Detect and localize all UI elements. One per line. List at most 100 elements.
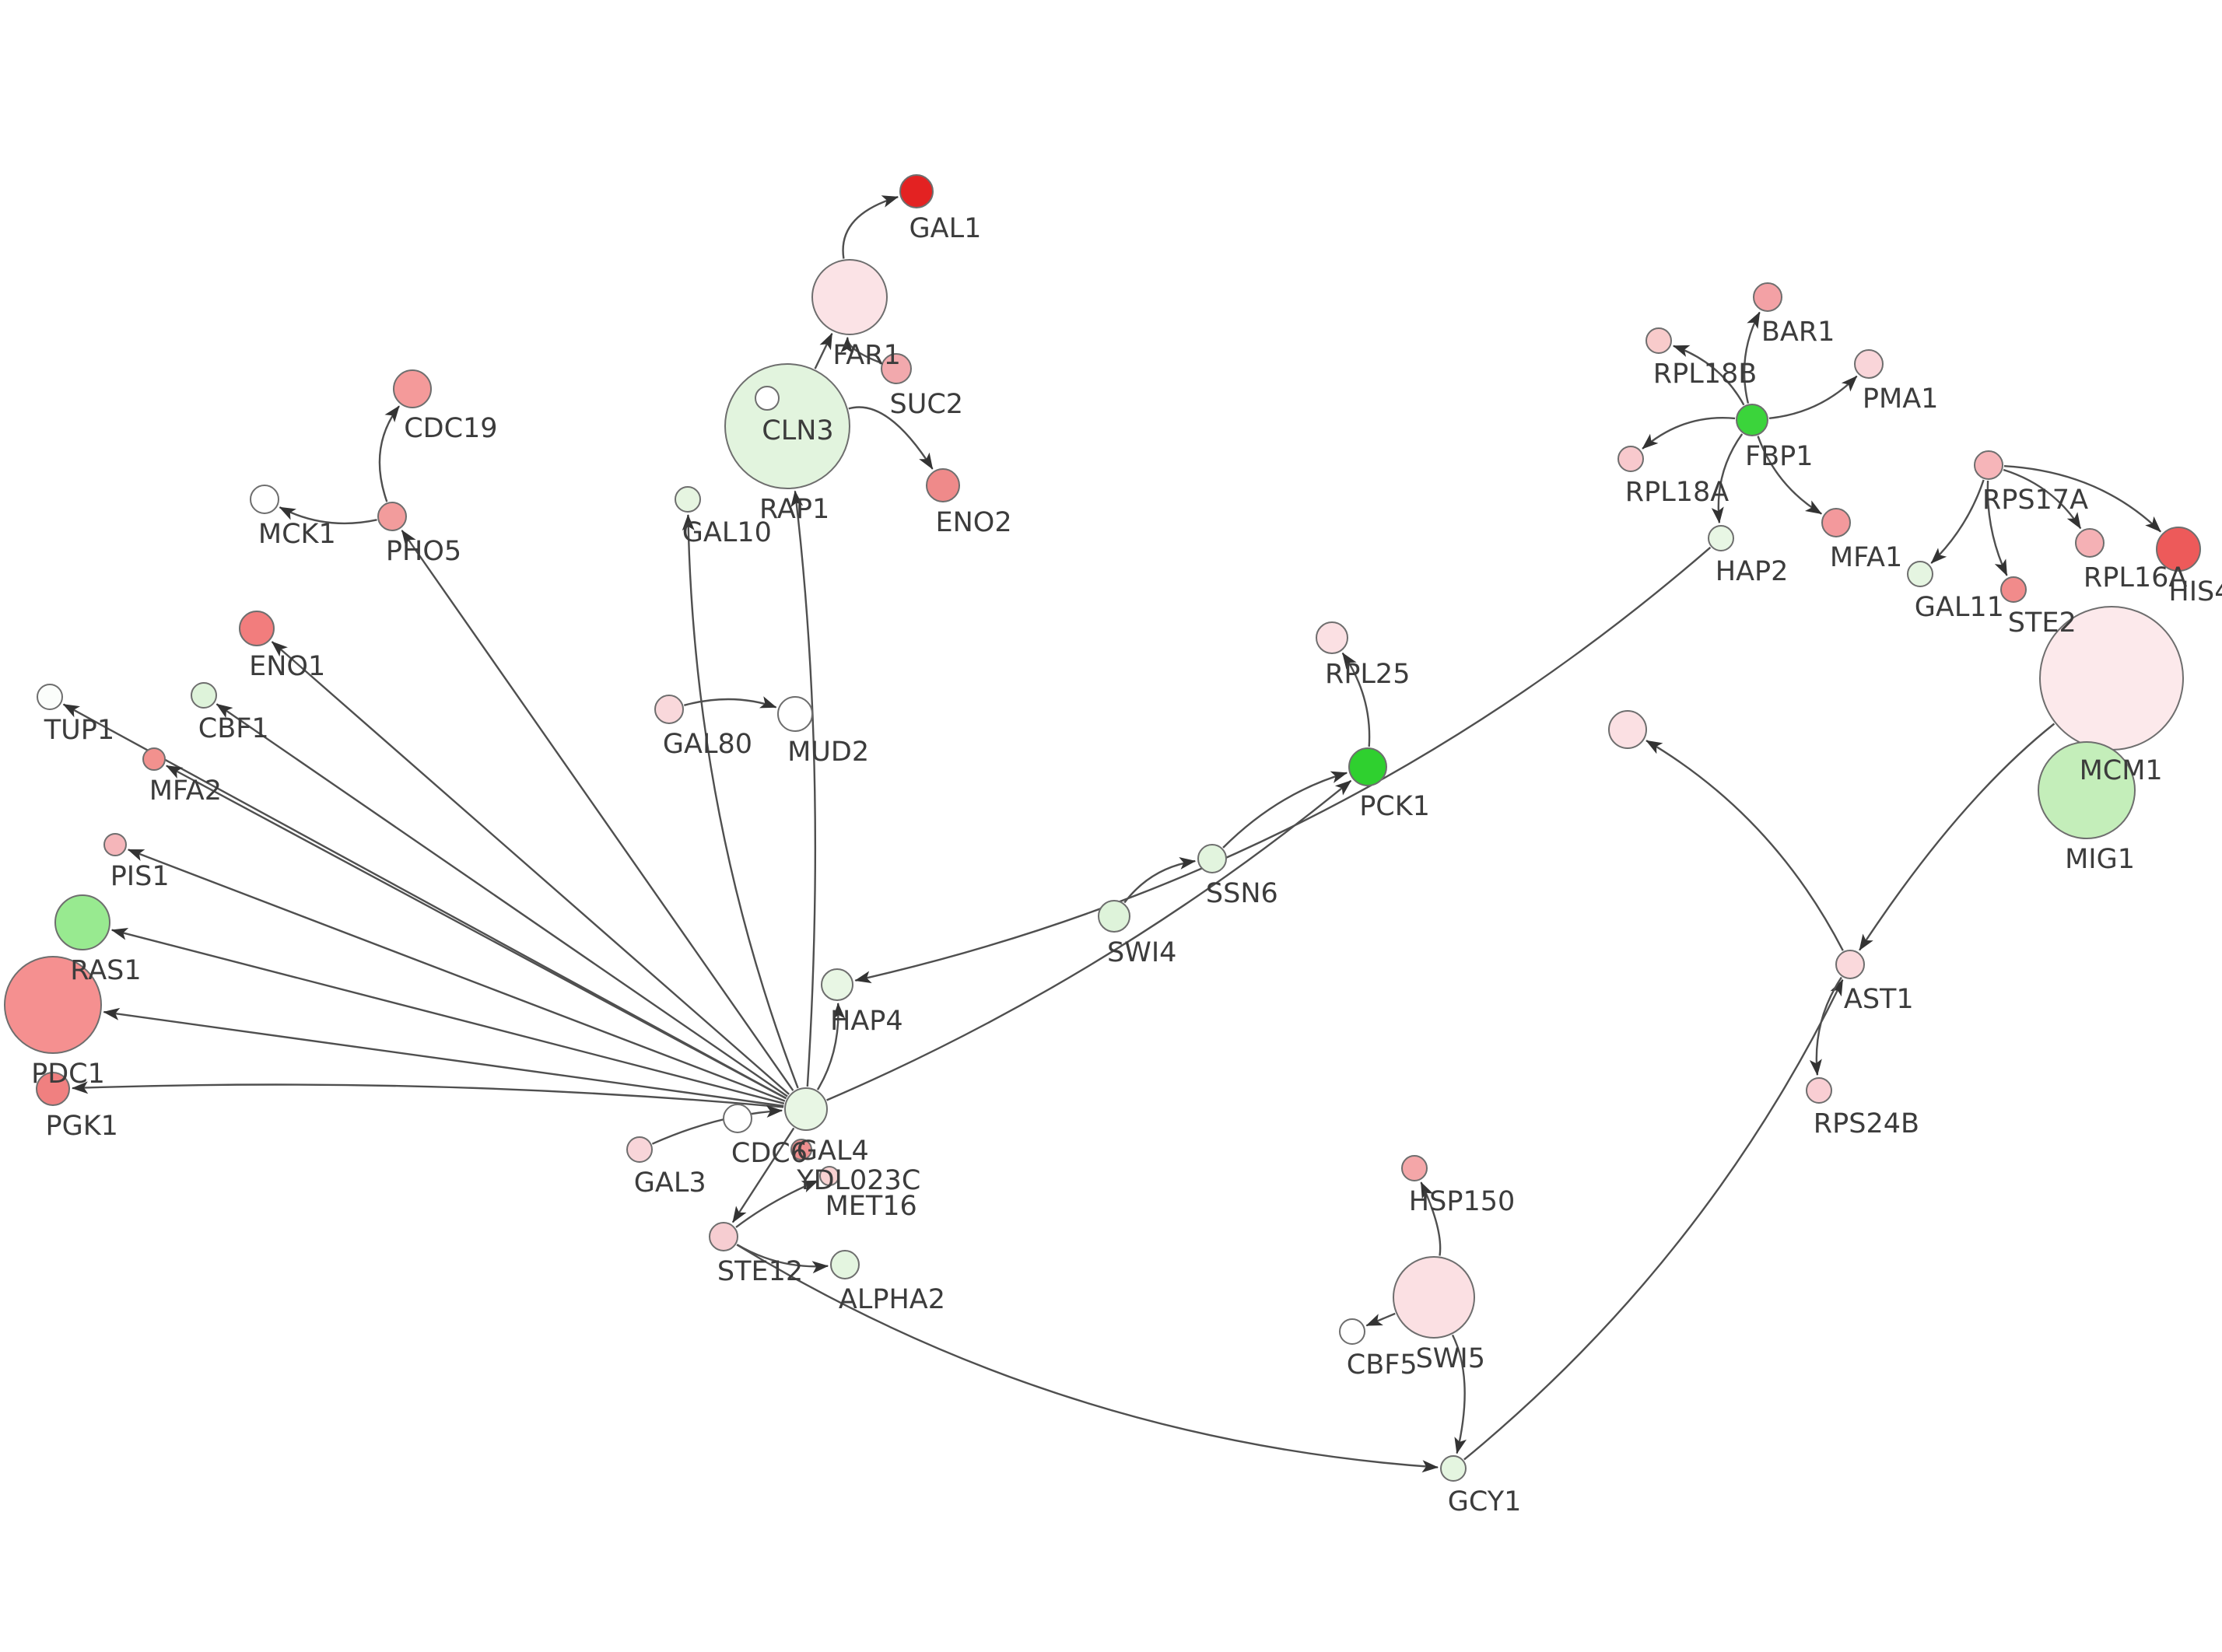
node-gcy1[interactable]: [1440, 1455, 1467, 1482]
node-ast1[interactable]: [1835, 950, 1865, 979]
edge-fbp1-rpl18a[interactable]: [1642, 417, 1736, 450]
edge-far1-gal1[interactable]: [842, 195, 899, 259]
node-eno1[interactable]: [239, 611, 275, 646]
node-swi5[interactable]: [1393, 1256, 1475, 1339]
label-pis1: PIS1: [110, 861, 170, 892]
node-eno2[interactable]: [926, 468, 960, 502]
edge-rps17a-rpl16a[interactable]: [2003, 468, 2082, 530]
edge-gal4-rap1[interactable]: [790, 490, 817, 1087]
edge-gal3-gal4[interactable]: [651, 1105, 783, 1145]
node-cln3[interactable]: [755, 386, 780, 411]
node-pma1[interactable]: [1854, 349, 1884, 379]
edge-fbp1-rpl18b[interactable]: [1672, 345, 1745, 406]
label-ste12: STE12: [717, 1256, 803, 1287]
node-hap2[interactable]: [1708, 525, 1734, 551]
edge-gal4-pgk1[interactable]: [72, 1081, 784, 1108]
edge-gal4-mfa2[interactable]: [166, 765, 787, 1100]
node-ste12[interactable]: [709, 1222, 738, 1251]
node-ydl023c[interactable]: [790, 1139, 812, 1160]
node-gal4[interactable]: [784, 1087, 828, 1131]
node-rps24b[interactable]: [1806, 1077, 1832, 1104]
edge-pho5-mck1[interactable]: [279, 506, 377, 525]
edge-swi5-cbf5[interactable]: [1365, 1312, 1396, 1327]
node-rpl18b[interactable]: [1645, 327, 1672, 354]
edge-gal80-mud2[interactable]: [683, 696, 777, 709]
edge-fbp1-pma1[interactable]: [1768, 375, 1858, 419]
node-far1[interactable]: [811, 259, 888, 335]
node-ssn6[interactable]: [1197, 844, 1227, 873]
node-cdc6[interactable]: [723, 1104, 752, 1133]
edge-gal4-eno1[interactable]: [271, 641, 790, 1095]
edge-mcm1-ast1[interactable]: [1859, 723, 2056, 951]
node-alpha2[interactable]: [830, 1250, 860, 1279]
edge-gal4-cbf1[interactable]: [216, 703, 788, 1097]
node-cbf5[interactable]: [1339, 1318, 1365, 1345]
edge-ast1-node53[interactable]: [1645, 740, 1844, 951]
node-cbf1[interactable]: [191, 682, 217, 709]
node-rpl25[interactable]: [1316, 621, 1348, 654]
node-node53[interactable]: [1608, 710, 1647, 749]
edge-gal4-gal10[interactable]: [682, 514, 799, 1089]
edge-rps17a-ste2[interactable]: [1986, 480, 2008, 576]
edge-fbp1-bar1[interactable]: [1743, 311, 1761, 404]
node-pck1[interactable]: [1348, 747, 1387, 786]
edge-gal4-ste12[interactable]: [731, 1127, 795, 1223]
edge-rap1-eno2[interactable]: [848, 406, 934, 470]
edge-swi4-ssn6[interactable]: [1123, 856, 1197, 904]
node-suc2[interactable]: [881, 353, 912, 384]
node-swi4[interactable]: [1098, 900, 1130, 933]
edge-gal4-pis1[interactable]: [127, 849, 786, 1102]
edge-fbp1-mfa1[interactable]: [1757, 436, 1823, 515]
edge-ssn6-pck1[interactable]: [1222, 771, 1348, 849]
edge-gal4-pdc1[interactable]: [103, 1007, 784, 1108]
edge-gal4-pck1[interactable]: [826, 779, 1352, 1101]
node-tup1[interactable]: [37, 684, 63, 710]
node-his4[interactable]: [2156, 527, 2201, 572]
node-mig1[interactable]: [2038, 741, 2136, 839]
label-gcy1: GCY1: [1448, 1486, 1522, 1517]
node-rps17a[interactable]: [1974, 450, 2003, 480]
edge-ste12-gcy1[interactable]: [736, 1244, 1439, 1473]
edge-fbp1-hap2[interactable]: [1711, 433, 1744, 524]
node-gal11[interactable]: [1907, 561, 1933, 587]
node-hsp150[interactable]: [1401, 1155, 1428, 1181]
edge-gcy1-ast1[interactable]: [1463, 978, 1844, 1461]
node-mck1[interactable]: [250, 485, 279, 514]
edge-pck1-rpl25[interactable]: [1341, 652, 1371, 747]
edge-suc2-far1[interactable]: [840, 336, 881, 364]
node-ste2[interactable]: [2000, 576, 2027, 603]
edge-gal4-hap4[interactable]: [816, 1003, 846, 1090]
node-mfa2[interactable]: [142, 747, 166, 771]
node-pis1[interactable]: [103, 833, 127, 856]
node-ras1[interactable]: [54, 894, 110, 950]
node-rpl18a[interactable]: [1617, 446, 1644, 472]
edge-pho5-cdc19[interactable]: [378, 405, 400, 502]
node-rpl16a[interactable]: [2075, 528, 2105, 558]
edge-ast1-rps24b[interactable]: [1809, 976, 1842, 1076]
node-met16[interactable]: [819, 1166, 839, 1186]
edge-gal4-ras1[interactable]: [110, 927, 785, 1104]
node-bar1[interactable]: [1753, 282, 1782, 312]
edge-swi5-hsp150[interactable]: [1420, 1181, 1442, 1256]
node-pho5[interactable]: [377, 502, 407, 531]
node-hap4[interactable]: [821, 968, 853, 1001]
node-gal1[interactable]: [899, 174, 934, 208]
edge-rps17a-gal11[interactable]: [1930, 479, 1985, 564]
node-fbp1[interactable]: [1736, 404, 1768, 436]
node-mud2[interactable]: [777, 696, 813, 732]
node-mfa1[interactable]: [1821, 508, 1851, 537]
node-gal80[interactable]: [654, 695, 684, 724]
node-gal3[interactable]: [626, 1136, 653, 1163]
node-cdc19[interactable]: [393, 369, 432, 408]
node-pdc1[interactable]: [4, 956, 102, 1054]
node-gal10[interactable]: [675, 486, 701, 513]
edges-layer: [62, 195, 2161, 1473]
edge-rps17a-his4[interactable]: [2003, 465, 2161, 533]
edge-gal4-pho5[interactable]: [401, 530, 794, 1091]
node-pgk1[interactable]: [36, 1072, 70, 1106]
edge-rap1-far1[interactable]: [814, 332, 833, 369]
edge-hap2-hap4[interactable]: [854, 546, 1712, 984]
edge-swi5-gcy1[interactable]: [1451, 1334, 1467, 1454]
label-mfa2: MFA2: [149, 775, 222, 807]
